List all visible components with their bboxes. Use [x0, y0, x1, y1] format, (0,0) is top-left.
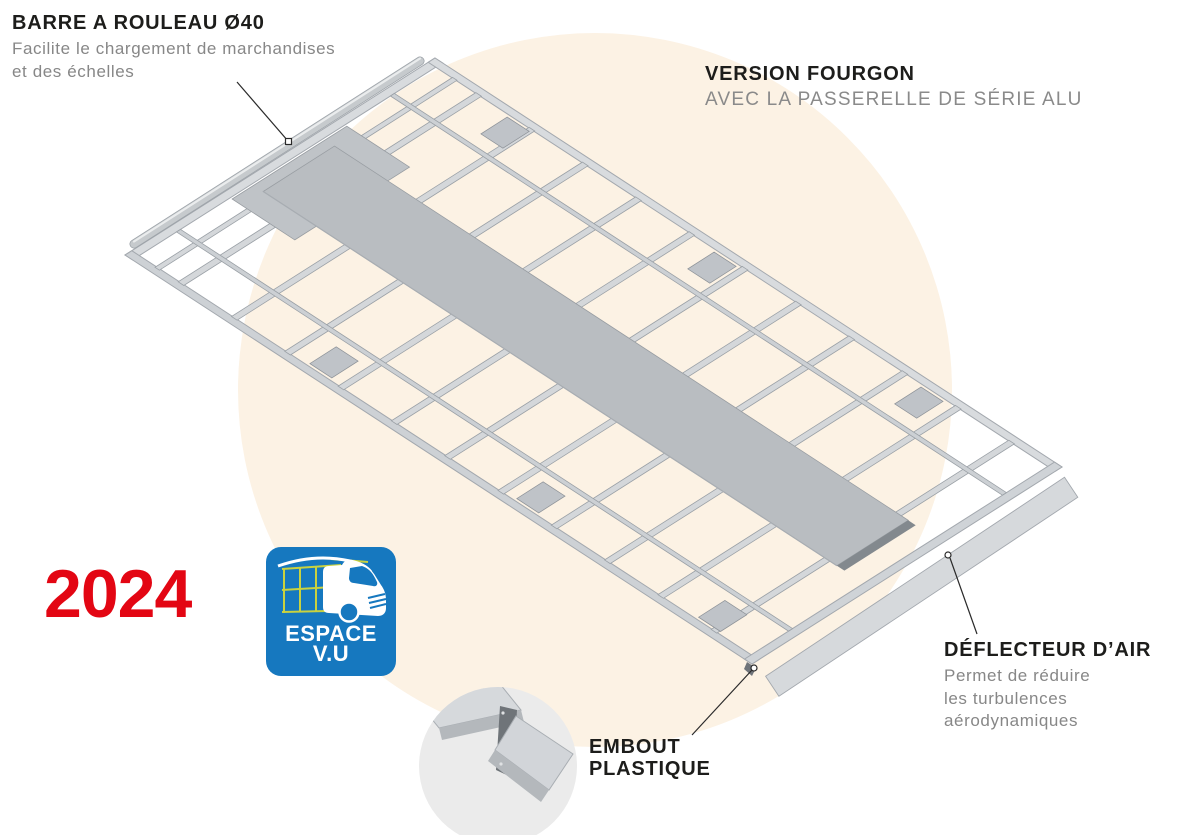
logo-text-vu: V.U	[312, 641, 350, 666]
callout-version: VERSION FOURGON AVEC LA PASSERELLE DE SÉ…	[705, 63, 1083, 112]
version-title: VERSION FOURGON	[705, 63, 915, 85]
air-deflector	[764, 476, 1079, 697]
deflector-leader-line	[949, 557, 978, 635]
deflector-desc: Permet de réduire les turbulences aérody…	[944, 666, 1091, 731]
callout-deflector: DÉFLECTEUR D’AIR Permet de réduire les t…	[944, 639, 1151, 733]
van-icon	[323, 559, 387, 623]
roller-bar-desc: Facilite le chargement de marchandises e…	[12, 39, 336, 81]
callout-end-cap: EMBOUT PLASTIQUE	[589, 736, 711, 781]
van-wheel	[338, 601, 360, 623]
corner-detail-inset	[419, 687, 577, 835]
stringers	[175, 92, 1008, 632]
version-subtitle: AVEC LA PASSERELLE DE SÉRIE ALU	[705, 89, 1083, 111]
roller-marker	[284, 137, 293, 146]
roller-bar	[129, 56, 425, 249]
deflector-title: DÉFLECTEUR D’AIR	[944, 639, 1152, 661]
rack-frame	[124, 57, 1063, 665]
roller-bar-title: BARRE A ROULEAU Ø40	[12, 12, 265, 34]
logo-text-espace: ESPACE	[285, 621, 377, 646]
roller-leader-line	[236, 81, 289, 142]
callout-roller-bar: BARRE A ROULEAU Ø40 Facilite le chargeme…	[12, 12, 335, 83]
end-cap-title: EMBOUT PLASTIQUE	[589, 736, 711, 781]
walkway-plate	[231, 125, 916, 571]
logo-graphic	[266, 547, 396, 676]
endcap-marker	[750, 664, 758, 672]
van-grill	[367, 593, 387, 609]
mounting-brackets	[309, 116, 944, 632]
van-window	[349, 566, 378, 587]
corner-cap	[744, 662, 756, 676]
leader-lines	[236, 81, 978, 736]
deflector-marker	[944, 551, 952, 559]
espace-vu-logo: ESPACE V.U	[266, 547, 396, 676]
endcap-leader-line	[691, 669, 753, 736]
year-badge: 2024	[44, 556, 192, 632]
